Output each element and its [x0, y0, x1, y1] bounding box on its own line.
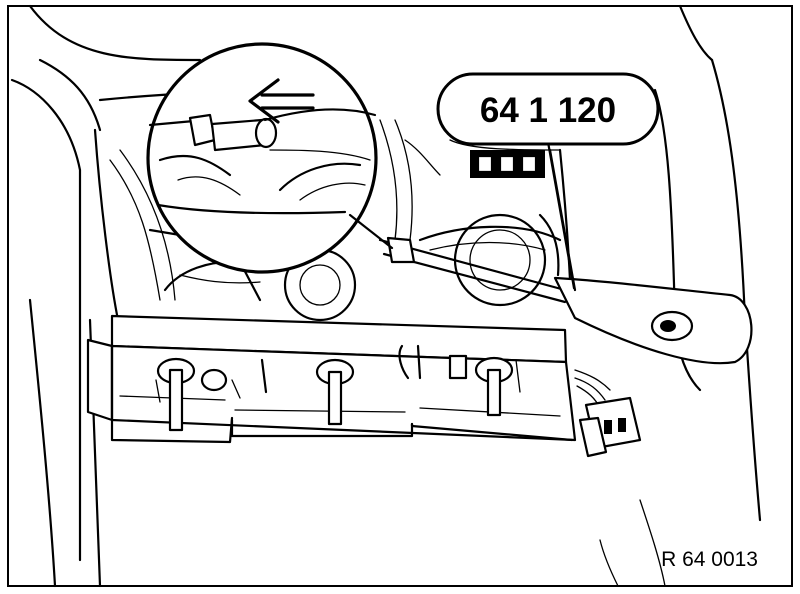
- tool-callout-leader: [546, 140, 576, 290]
- heater-control-panel: [86, 314, 577, 444]
- tool-callout: 64 1 120: [436, 72, 660, 146]
- figure-border: [7, 5, 793, 587]
- magnifier-leader: [348, 213, 394, 250]
- detail-magnifier: [146, 42, 378, 274]
- special-tool: [378, 148, 753, 365]
- arrow-left-icon: [248, 78, 315, 124]
- tool-number-label: 64 1 120: [480, 91, 616, 130]
- connector-plug: [574, 369, 642, 458]
- figure-reference: R 64 0013: [661, 548, 758, 571]
- vent-area: [93, 119, 572, 322]
